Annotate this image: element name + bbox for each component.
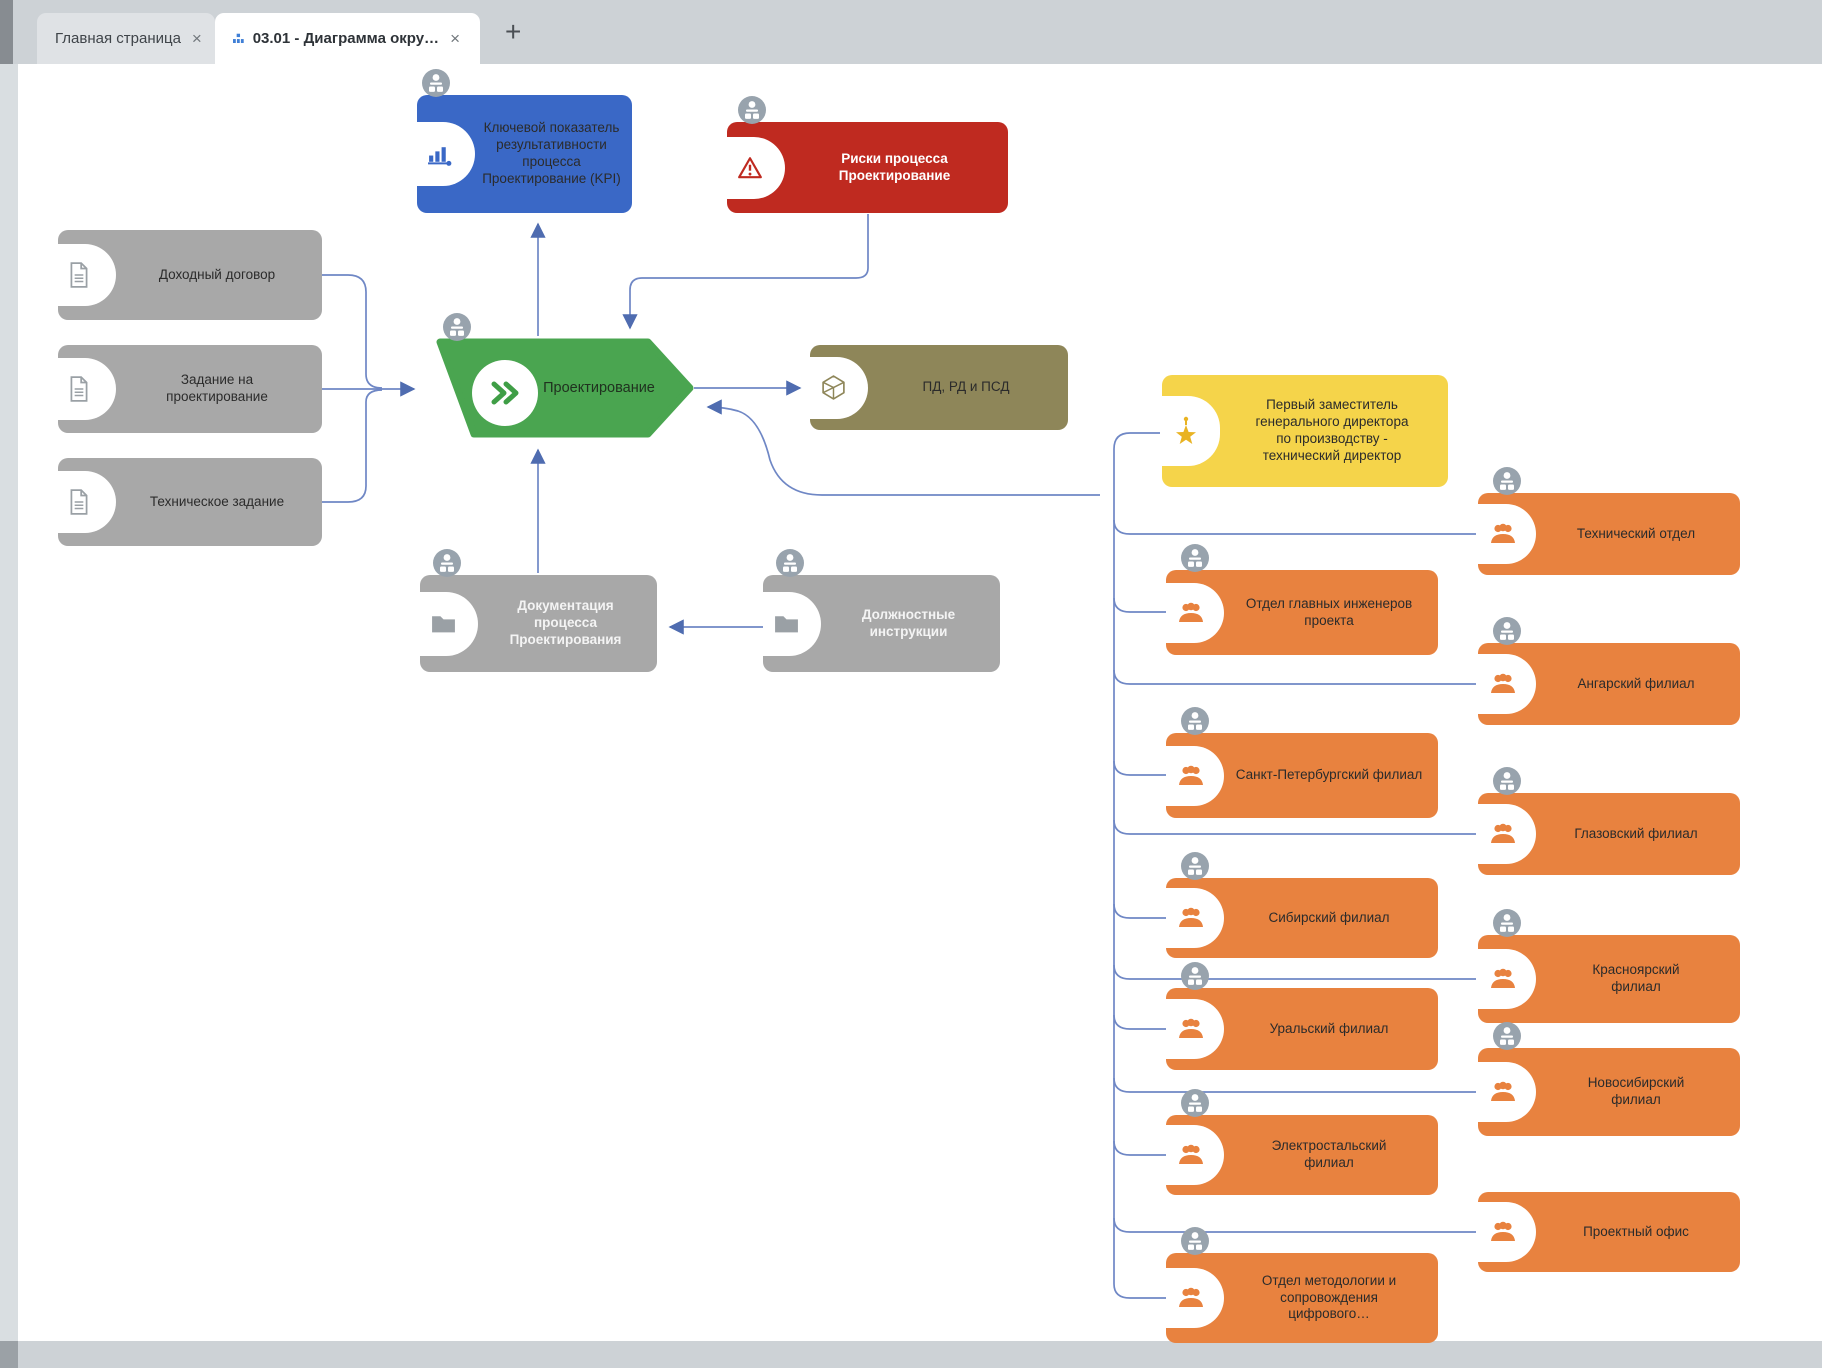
node-label: Первый заместитель генерального директор… bbox=[1255, 397, 1409, 463]
risk-box[interactable]: Риски процесса Проектирование bbox=[727, 96, 1008, 213]
node-label: Ангарский филиал bbox=[1577, 675, 1695, 691]
subject-badge-icon bbox=[1181, 852, 1209, 880]
people-icon bbox=[1166, 582, 1224, 643]
close-icon[interactable]: × bbox=[191, 28, 202, 48]
node-label: Новосибирский филиал bbox=[1587, 1075, 1685, 1107]
document-icon bbox=[58, 244, 116, 306]
people-icon bbox=[1478, 504, 1536, 564]
department-box[interactable]: Санкт-Петербургский филиал bbox=[1166, 707, 1438, 818]
department-box[interactable]: Электростальский филиал bbox=[1166, 1089, 1438, 1195]
subject-badge-icon bbox=[1493, 909, 1521, 937]
node-label: Ключевой показатель результативности про… bbox=[482, 120, 621, 186]
tab-bar: Главная страница × 03.01 - Диаграмма окр… bbox=[0, 0, 1822, 64]
tab-home[interactable]: Главная страница × bbox=[37, 13, 215, 64]
node-label: Документация процесса Проектирования bbox=[509, 598, 622, 647]
department-box[interactable]: Новосибирский филиал bbox=[1478, 1022, 1740, 1136]
subject-badge-icon bbox=[1181, 1227, 1209, 1255]
node-label: Санкт-Петербургский филиал bbox=[1235, 767, 1423, 783]
node-label: Красноярский филиал bbox=[1592, 962, 1680, 994]
subject-badge-icon bbox=[422, 69, 450, 97]
node-label: Отдел главных инженеров проекта bbox=[1245, 595, 1413, 628]
subject-badge-icon bbox=[1181, 1089, 1209, 1117]
process-box[interactable]: Проектирование bbox=[428, 313, 696, 438]
people-icon bbox=[1166, 745, 1224, 806]
department-box[interactable]: Технический отдел bbox=[1478, 467, 1740, 575]
subject-badge-icon bbox=[1181, 707, 1209, 735]
double-chevron-icon bbox=[472, 360, 538, 426]
department-box[interactable]: Глазовский филиал bbox=[1478, 767, 1740, 875]
node-label: Глазовский филиал bbox=[1574, 825, 1698, 841]
node-label: Должностные инструкции bbox=[861, 606, 956, 639]
documentation-box[interactable]: Документация процесса Проектирования bbox=[420, 549, 657, 672]
folder-icon bbox=[420, 591, 478, 656]
node-label: Сибирский филиал bbox=[1268, 909, 1390, 925]
canvas-bottom-gutter bbox=[0, 1341, 1822, 1368]
tab-home-label: Главная страница bbox=[55, 30, 181, 47]
input-doc-box[interactable]: Задание на проектирование bbox=[58, 345, 322, 433]
node-label: Технический отдел bbox=[1576, 525, 1696, 541]
input-doc-box[interactable]: Доходный договор bbox=[58, 230, 322, 320]
subject-badge-icon bbox=[1493, 767, 1521, 795]
tab-diagram-label: 03.01 - Диаграмма окру… bbox=[252, 30, 440, 47]
subject-badge-icon bbox=[443, 313, 471, 341]
bar-chart-icon bbox=[417, 122, 475, 186]
people-icon bbox=[1478, 1202, 1536, 1262]
people-icon bbox=[1166, 999, 1224, 1059]
department-box[interactable]: Уральский филиал bbox=[1166, 962, 1438, 1070]
node-label: Техническое задание bbox=[149, 493, 285, 509]
instructions-box[interactable]: Должностные инструкции bbox=[763, 549, 1000, 672]
department-box[interactable]: Красноярский филиал bbox=[1478, 909, 1740, 1023]
node-label: Электростальский филиал bbox=[1271, 1138, 1387, 1170]
kpi-box[interactable]: Ключевой показатель результативности про… bbox=[417, 69, 632, 213]
people-icon bbox=[1478, 1062, 1536, 1122]
subject-badge-icon bbox=[1493, 1022, 1521, 1050]
document-icon bbox=[58, 358, 116, 420]
tab-diagram[interactable]: 03.01 - Диаграмма окру… × bbox=[215, 13, 480, 64]
people-icon bbox=[1166, 888, 1224, 948]
folder-icon bbox=[763, 591, 821, 656]
owner-box[interactable]: Первый заместитель генерального директор… bbox=[1162, 375, 1448, 487]
cube-icon bbox=[810, 356, 868, 419]
output-box[interactable]: ПД, РД и ПСД bbox=[810, 345, 1068, 430]
node-label: Доходный договор bbox=[158, 266, 276, 282]
subject-badge-icon bbox=[1181, 544, 1209, 572]
department-box[interactable]: Отдел методологии и сопровождения цифров… bbox=[1166, 1227, 1438, 1343]
people-icon bbox=[1166, 1125, 1224, 1185]
people-icon bbox=[1478, 654, 1536, 714]
close-icon[interactable]: × bbox=[450, 28, 460, 48]
node-label: Задание на проектирование bbox=[166, 372, 268, 404]
node-label: Отдел методологии и сопровождения цифров… bbox=[1261, 1272, 1397, 1322]
star-icon bbox=[1162, 396, 1220, 466]
people-icon bbox=[1166, 1268, 1224, 1328]
department-box[interactable]: Ангарский филиал bbox=[1478, 617, 1740, 725]
people-icon bbox=[1478, 949, 1536, 1009]
node-label: Проектный офис bbox=[1583, 1223, 1689, 1239]
node-label: Уральский филиал bbox=[1269, 1020, 1389, 1036]
subject-badge-icon bbox=[433, 549, 461, 577]
canvas-left-gutter bbox=[0, 64, 18, 1341]
subject-badge-icon bbox=[1493, 467, 1521, 495]
diagram-icon bbox=[233, 33, 244, 44]
input-doc-box[interactable]: Техническое задание bbox=[58, 458, 322, 546]
subject-badge-icon bbox=[738, 96, 766, 124]
department-box[interactable]: Сибирский филиал bbox=[1166, 852, 1438, 958]
node-label: Проектирование bbox=[543, 380, 655, 396]
warning-icon bbox=[727, 136, 785, 199]
node-label: Риски процесса Проектирование bbox=[838, 150, 951, 183]
new-tab-button[interactable]: + bbox=[505, 16, 522, 47]
people-icon bbox=[1478, 804, 1536, 864]
node-label: ПД, РД и ПСД bbox=[922, 379, 1010, 395]
window-edge bbox=[0, 0, 13, 64]
department-box[interactable]: Проектный офис bbox=[1478, 1192, 1740, 1272]
department-box[interactable]: Отдел главных инженеров проекта bbox=[1166, 544, 1438, 655]
scroll-corner bbox=[0, 1341, 18, 1368]
document-icon bbox=[58, 471, 116, 533]
subject-badge-icon bbox=[776, 549, 804, 577]
subject-badge-icon bbox=[1493, 617, 1521, 645]
subject-badge-icon bbox=[1181, 962, 1209, 990]
